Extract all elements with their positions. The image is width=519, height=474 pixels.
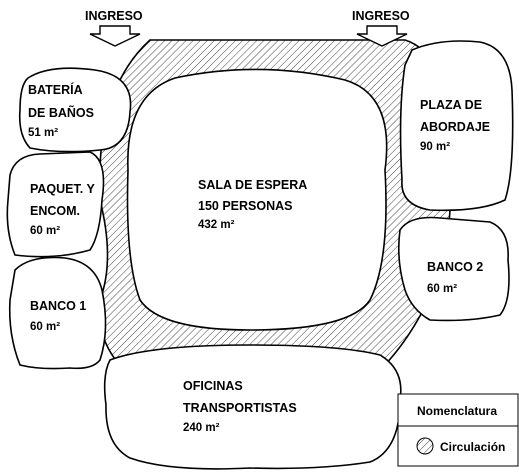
entry-label: INGRESO <box>85 9 143 23</box>
zone-label: DE BAÑOS <box>28 105 94 120</box>
zone-area: 60 m² <box>30 321 60 333</box>
zone-sala-de-espera <box>126 68 388 331</box>
zone-area: 60 m² <box>427 283 457 295</box>
zone-area: 60 m² <box>30 225 60 237</box>
entry-arrow-right <box>356 25 408 47</box>
zone-label: BANCO 1 <box>30 299 86 313</box>
zone-label: ABORDAJE <box>420 120 490 134</box>
zone-label: OFICINAS <box>183 379 243 393</box>
zone-area: 432 m² <box>198 219 235 231</box>
legend-hatch-swatch <box>416 437 434 455</box>
legend-item-label: Circulación <box>440 440 505 454</box>
zone-paquet-encom <box>6 151 105 258</box>
zone-banco-1 <box>8 256 107 370</box>
zone-label: PLAZA DE <box>420 98 482 112</box>
legend-title: Nomenclatura <box>417 404 497 418</box>
zone-label: ENCOM. <box>30 204 80 218</box>
zone-label: TRANSPORTISTAS <box>183 401 297 415</box>
zone-label: BANCO 2 <box>427 260 483 274</box>
entry-label: INGRESO <box>352 9 410 23</box>
zone-bateria-banos <box>18 67 132 153</box>
zone-area: 90 m² <box>420 141 450 153</box>
zone-area: 240 m² <box>183 422 220 434</box>
zone-oficinas-transportistas <box>103 344 402 470</box>
zone-label: 150 PERSONAS <box>198 199 292 213</box>
zone-label: PAQUET. Y <box>30 182 95 196</box>
zone-area: 51 m² <box>28 127 58 139</box>
zone-label: SALA DE ESPERA <box>198 178 307 192</box>
zone-banco-2 <box>398 216 510 322</box>
legend: Nomenclatura Circulación <box>397 393 519 467</box>
entry-arrow-left <box>89 25 141 47</box>
zone-label: BATERÍA <box>28 82 83 97</box>
zone-plaza-abordaje <box>399 40 514 212</box>
